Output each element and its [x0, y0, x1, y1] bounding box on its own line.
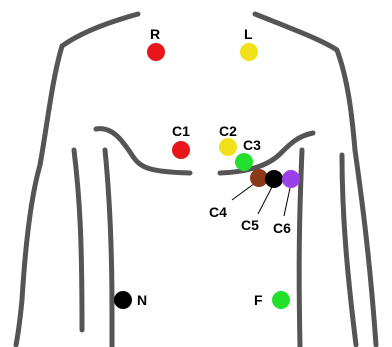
electrode-c1	[172, 141, 190, 159]
label-c2: C2	[219, 123, 237, 139]
label-c5: C5	[241, 217, 259, 233]
electrode-l	[240, 43, 258, 61]
label-l: L	[244, 26, 253, 42]
electrode-r	[147, 43, 165, 61]
label-c6: C6	[273, 220, 291, 236]
label-c3: C3	[243, 137, 261, 153]
torso-outline	[16, 14, 376, 347]
c5-pointer-line	[258, 187, 272, 214]
right-side-line	[355, 150, 376, 345]
right-arm-inner-line	[342, 155, 356, 345]
electrode-n	[114, 291, 132, 309]
label-r: R	[150, 26, 160, 42]
c6-pointer-line	[284, 188, 290, 216]
left-arm-inner-line	[74, 150, 82, 330]
electrode-c3	[235, 153, 253, 171]
label-c1: C1	[172, 123, 190, 139]
electrode-c5	[265, 170, 283, 188]
left-lower-torso-line	[105, 150, 112, 347]
label-c4: C4	[209, 204, 227, 220]
electrode-c2	[219, 138, 237, 156]
left-side-line	[16, 165, 40, 345]
c4-pointer-line	[232, 183, 255, 200]
label-f: F	[254, 292, 263, 308]
neck-right-line	[255, 14, 355, 150]
label-n: N	[137, 292, 147, 308]
electrode-c6	[282, 170, 300, 188]
electrode-f	[272, 291, 290, 309]
